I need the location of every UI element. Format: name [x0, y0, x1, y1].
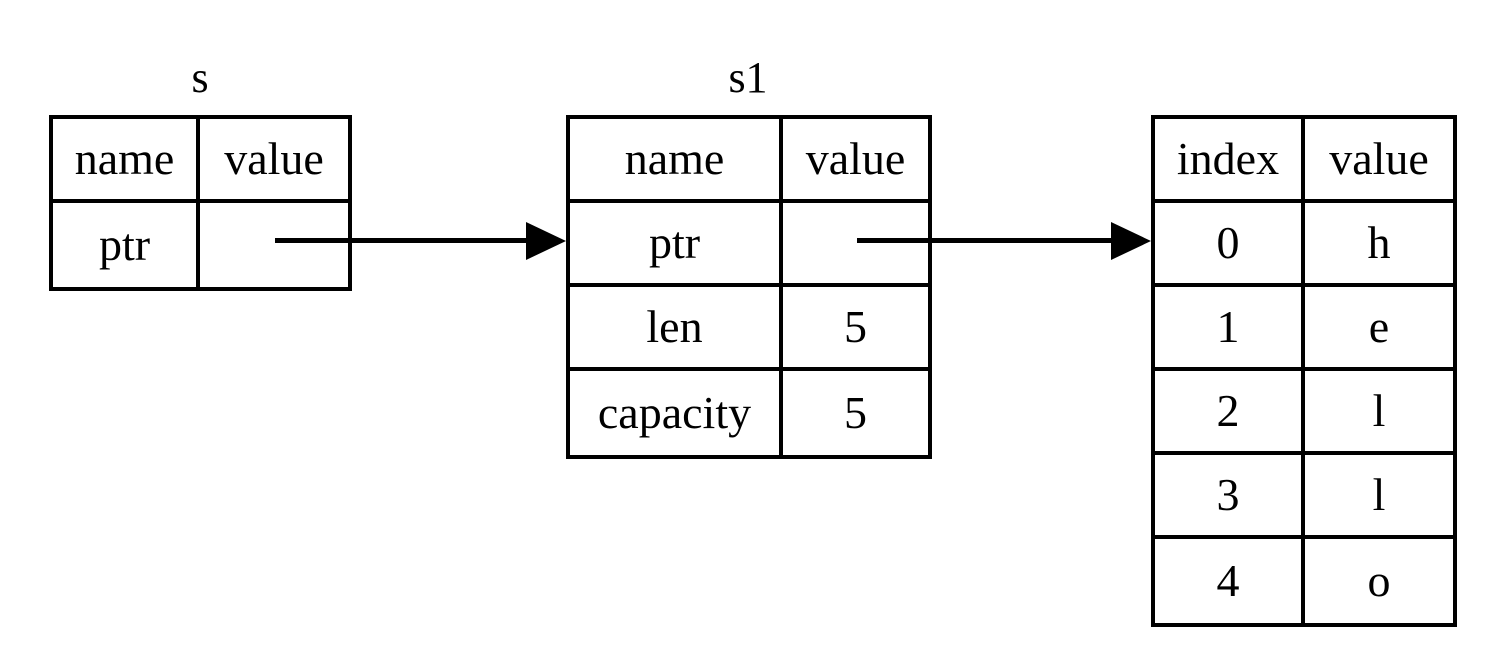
- table-row: 3 l: [1155, 455, 1453, 539]
- table-buffer-cell-value-1: e: [1368, 301, 1390, 352]
- table-row: len 5: [570, 287, 928, 371]
- table-s1-header-name: name: [570, 119, 783, 199]
- table-s1-cell-value-capacity: 5: [844, 387, 867, 438]
- table-buffer: index value 0 h 1 e 2 l 3 l 4 o: [1151, 115, 1457, 627]
- table-s1-header-value: value: [805, 133, 906, 184]
- table-buffer-cell-index-0: 0: [1155, 203, 1305, 283]
- table-row: 4 o: [1155, 539, 1453, 623]
- table-caption-s: s: [191, 53, 209, 102]
- table-buffer-cell-index-3: 3: [1155, 455, 1305, 535]
- table-s1-cell-name-len: len: [570, 287, 783, 367]
- table-buffer-header-value: value: [1329, 133, 1429, 184]
- table-row: 2 l: [1155, 371, 1453, 455]
- table-buffer-cell-value-2: l: [1372, 385, 1386, 436]
- table-buffer-cell-value-4: o: [1367, 555, 1391, 606]
- table-buffer-cell-value-3: l: [1372, 469, 1386, 520]
- table-s-cell-value-ptr: [200, 203, 348, 287]
- table-buffer-header-row: index value: [1155, 119, 1453, 203]
- table-s1: name value ptr len 5 capacity 5: [566, 115, 932, 459]
- table-s-header-name: name: [53, 119, 200, 199]
- arrow-head-icon: [526, 222, 566, 260]
- table-s-header-row: name value: [53, 119, 348, 203]
- table-row: ptr: [570, 203, 928, 287]
- table-caption-s1: s1: [728, 53, 768, 102]
- table-buffer-cell-value-0: h: [1367, 217, 1391, 268]
- table-buffer-header-index: index: [1155, 119, 1305, 199]
- table-s-cell-name-ptr: ptr: [53, 203, 200, 287]
- table-s1-cell-name-capacity: capacity: [570, 371, 783, 455]
- table-s1-cell-value-ptr: [783, 203, 928, 283]
- table-s-header-value: value: [224, 133, 324, 184]
- table-buffer-cell-index-4: 4: [1155, 539, 1305, 623]
- table-s1-cell-value-len: 5: [844, 301, 867, 352]
- table-s1-cell-name-ptr: ptr: [570, 203, 783, 283]
- table-buffer-cell-index-2: 2: [1155, 371, 1305, 451]
- table-row: 1 e: [1155, 287, 1453, 371]
- table-s: name value ptr: [49, 115, 352, 291]
- table-row: 0 h: [1155, 203, 1453, 287]
- arrow-head-icon: [1111, 222, 1151, 260]
- table-row: ptr: [53, 203, 348, 287]
- table-row: capacity 5: [570, 371, 928, 455]
- table-s1-header-row: name value: [570, 119, 928, 203]
- table-buffer-cell-index-1: 1: [1155, 287, 1305, 367]
